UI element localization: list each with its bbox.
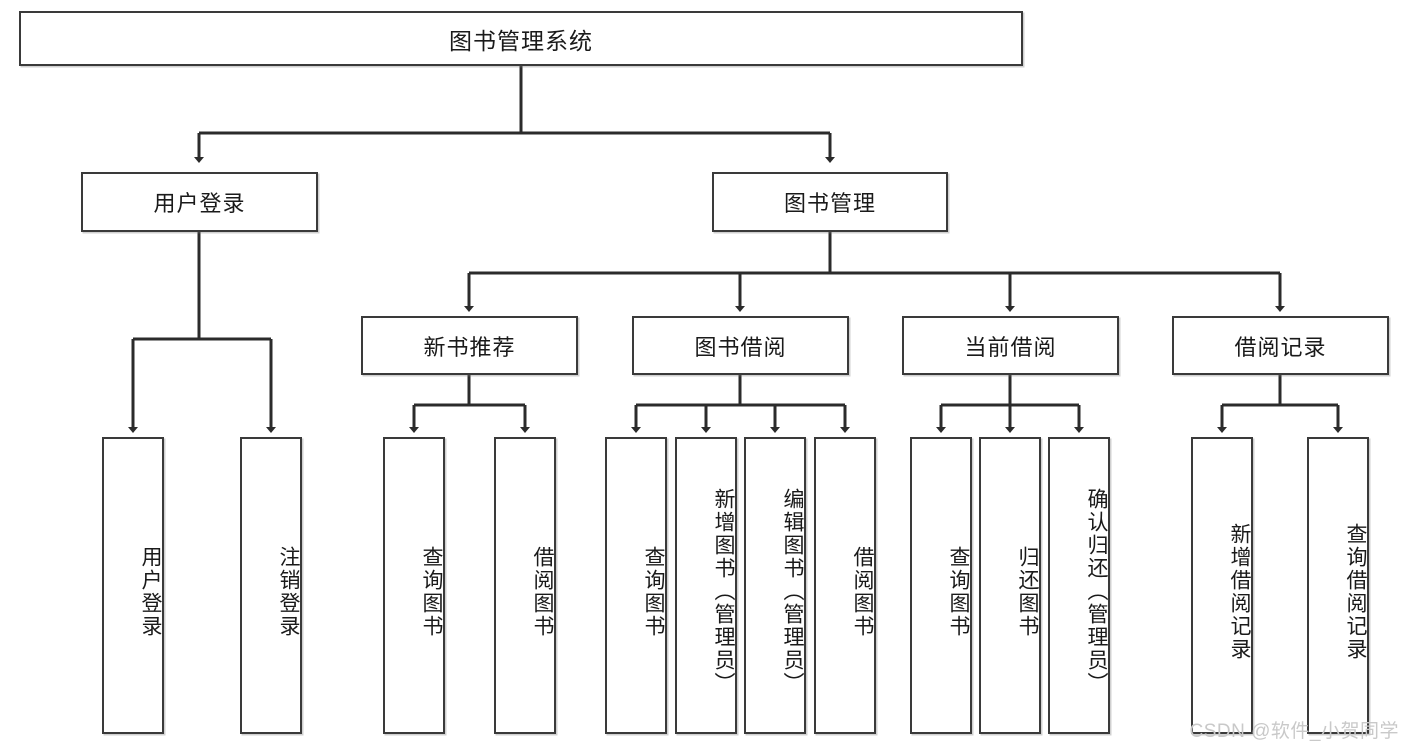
- node-label: 借阅图书: [851, 545, 874, 638]
- leaf-record-query[interactable]: 查询借阅记录: [1307, 437, 1369, 734]
- node-label: 借阅记录: [1234, 334, 1327, 360]
- node-label: 新书推荐: [423, 334, 516, 360]
- csdn-watermark: CSDN @软件_小贺同学: [1189, 721, 1399, 742]
- leaf-current-confirm-return-admin[interactable]: 确认归还（管理员）: [1048, 437, 1110, 734]
- node-label: 用户登录: [139, 545, 162, 638]
- node-label: 新增图书（管理员）: [712, 488, 735, 695]
- leaf-new-book-query[interactable]: 查询图书: [383, 437, 445, 734]
- node-label: 查询图书: [420, 545, 443, 638]
- node-borrow-record[interactable]: 借阅记录: [1172, 316, 1389, 375]
- node-label: 查询图书: [642, 545, 665, 638]
- leaf-borrow-query-book[interactable]: 查询图书: [605, 437, 667, 734]
- node-new-book-recommend[interactable]: 新书推荐: [361, 316, 578, 375]
- node-label: 确认归还（管理员）: [1085, 488, 1108, 695]
- leaf-borrow-edit-book-admin[interactable]: 编辑图书（管理员）: [744, 437, 806, 734]
- node-label: 查询借阅记录: [1344, 522, 1367, 661]
- node-label: 新增借阅记录: [1228, 522, 1251, 661]
- leaf-user-login-signin[interactable]: 用户登录: [102, 437, 164, 734]
- node-book-borrow[interactable]: 图书借阅: [632, 316, 849, 375]
- node-label: 注销登录: [277, 545, 300, 638]
- node-book-management[interactable]: 图书管理: [712, 172, 948, 232]
- node-label: 查询图书: [947, 545, 970, 638]
- node-label: 图书管理: [783, 191, 876, 216]
- leaf-current-query-book[interactable]: 查询图书: [910, 437, 972, 734]
- node-label: 用户登录: [153, 191, 246, 216]
- leaf-borrow-add-book-admin[interactable]: 新增图书（管理员）: [675, 437, 737, 734]
- leaf-user-login-signout[interactable]: 注销登录: [240, 437, 302, 734]
- node-label: 借阅图书: [531, 545, 554, 638]
- leaf-record-add[interactable]: 新增借阅记录: [1191, 437, 1253, 734]
- leaf-current-return-book[interactable]: 归还图书: [979, 437, 1041, 734]
- leaf-borrow-borrow-book[interactable]: 借阅图书: [814, 437, 876, 734]
- node-label: 当前借阅: [964, 334, 1057, 360]
- node-label: 编辑图书（管理员）: [781, 488, 804, 695]
- node-root-system[interactable]: 图书管理系统: [19, 11, 1023, 66]
- leaf-new-book-borrow[interactable]: 借阅图书: [494, 437, 556, 734]
- node-label: 归还图书: [1016, 545, 1039, 638]
- node-label: 图书借阅: [694, 334, 787, 360]
- node-current-borrow[interactable]: 当前借阅: [902, 316, 1119, 375]
- node-label: 图书管理系统: [449, 27, 593, 54]
- node-user-login[interactable]: 用户登录: [81, 172, 318, 232]
